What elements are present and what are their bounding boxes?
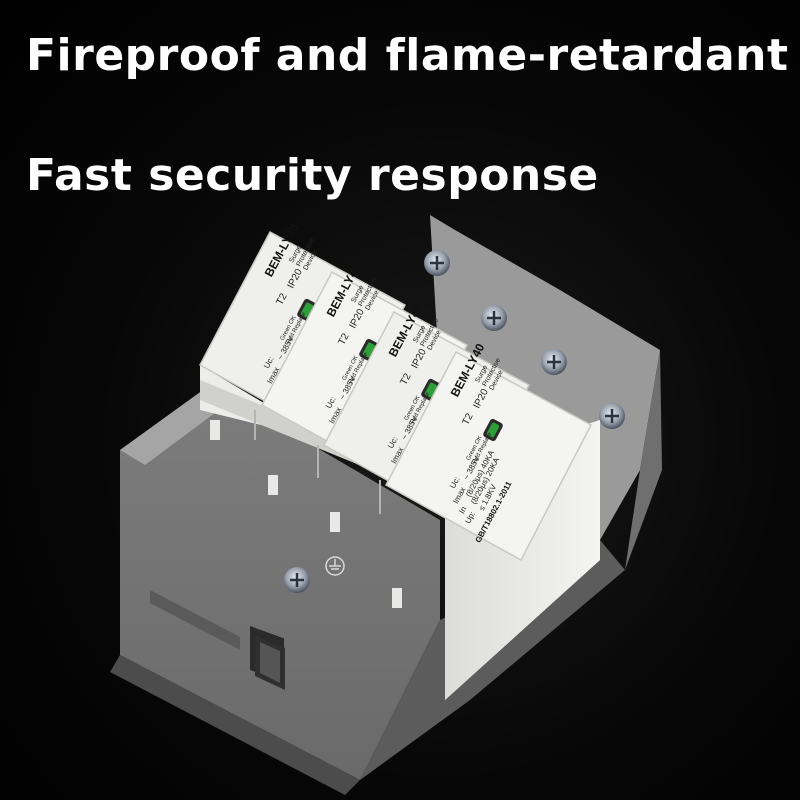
status-indicator-green (424, 382, 438, 398)
module-faces: BEM-LY40T2IP20SurgeProtectiveDeviceGreen… (198, 221, 593, 562)
grey-housing (110, 215, 662, 795)
module-type-badge: T2 (460, 411, 475, 427)
headline-fireproof: Fireproof and flame-retardant (26, 30, 789, 81)
terminal-screws-top (424, 250, 625, 429)
module-4: BEM-LY40T2IP20SurgeProtectiveDeviceGreen… (384, 341, 593, 562)
status-indicator-green (362, 342, 376, 358)
status-indicator-green (300, 302, 314, 318)
module-type-badge: T2 (274, 291, 289, 307)
module-type-badge: T2 (398, 371, 413, 387)
module-type-badge: T2 (336, 331, 351, 347)
headline-fast-response: Fast security response (26, 150, 599, 201)
module-spec-in-label: In (457, 505, 468, 515)
terminal-screws-bottom (284, 556, 345, 593)
module-face (384, 350, 593, 562)
ground-symbol-icon (325, 556, 345, 576)
status-indicator-green (486, 422, 500, 438)
